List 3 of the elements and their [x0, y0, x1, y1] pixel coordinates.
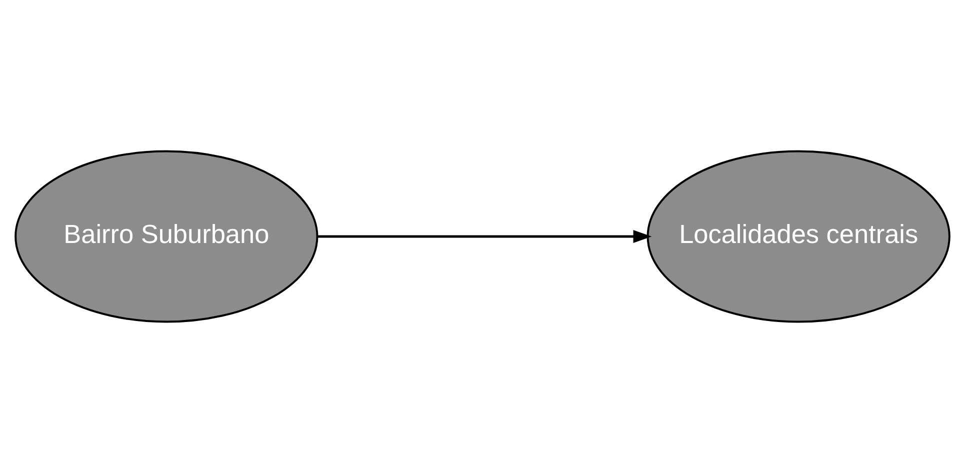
- node-ellipse: Bairro Suburbano: [14, 150, 318, 323]
- arrow: [317, 230, 652, 243]
- node-ellipse: Localidades centrais: [646, 150, 950, 323]
